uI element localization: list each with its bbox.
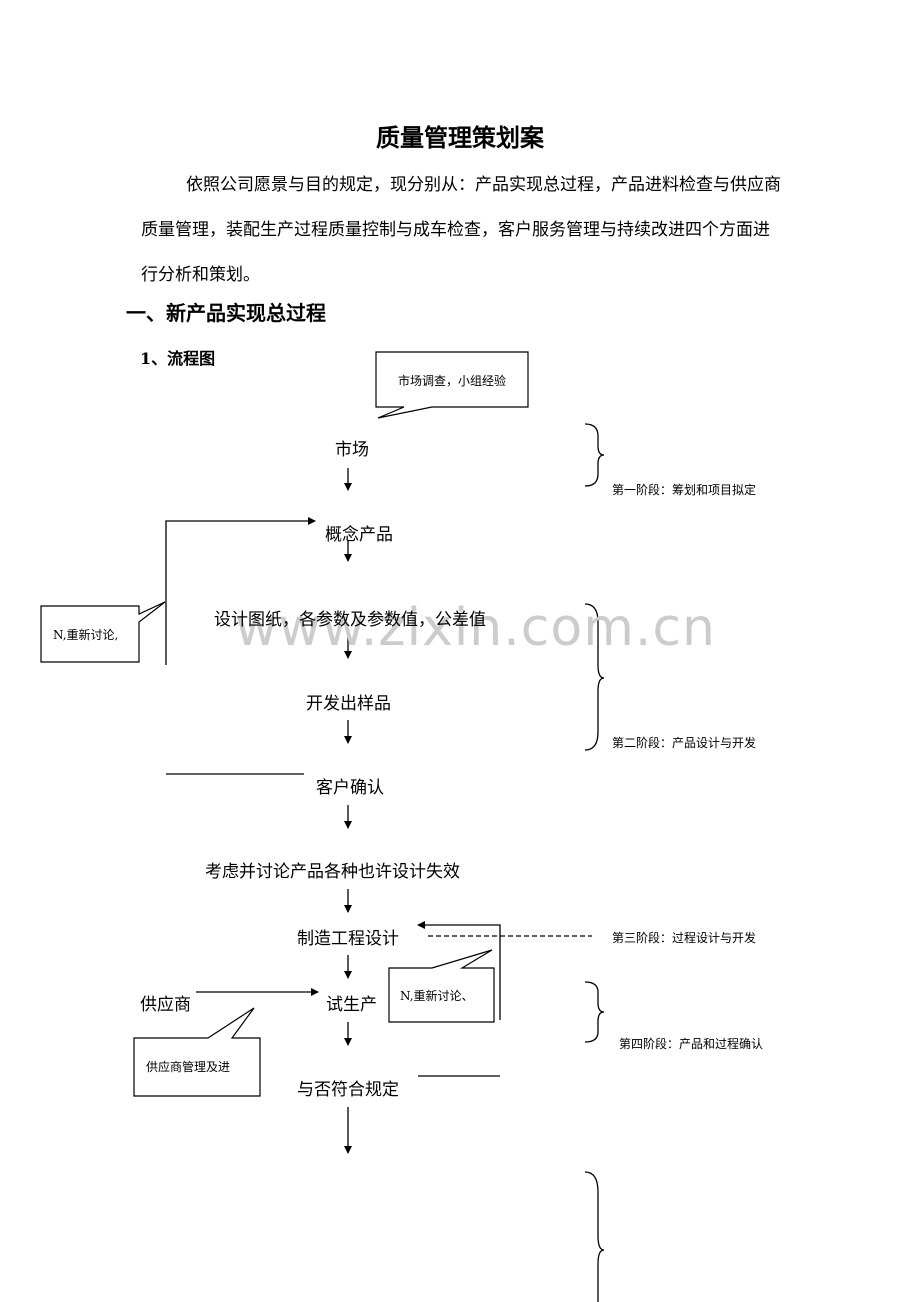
node-market: 市场: [335, 440, 369, 460]
callout-rediscuss-2-shape: [388, 949, 495, 1023]
callout-rediscuss-1-text: N,重新讨论,: [53, 628, 119, 642]
stage-2-label: 第二阶段：产品设计与开发: [612, 736, 757, 750]
node-trial-production: 试生产: [326, 995, 377, 1015]
stage-3-label: 第三阶段：过程设计与开发: [612, 931, 757, 945]
brace-stage4: [584, 981, 605, 1043]
callout-rediscuss-1-shape: [40, 601, 166, 663]
intro-paragraph: 依照公司愿景与目的规定，现分别从：产品实现总过程，产品进料检查与供应商质量管理，…: [141, 175, 781, 285]
node-design-failure: 考虑并讨论产品各种也许设计失效: [205, 862, 460, 882]
callout-rediscuss-2-text: N,重新讨论、: [400, 989, 474, 1003]
node-develop-sample: 开发出样品: [306, 694, 391, 714]
subsection-heading: 1、流程图: [140, 349, 216, 368]
brace-stage1: [584, 423, 605, 487]
stage-1-label: 第一阶段：筹划和项目拟定: [612, 483, 757, 497]
callout-market-text: 市场调查，小组经验: [397, 374, 506, 388]
brace-stage2: [584, 603, 605, 751]
node-supplier: 供应商: [140, 995, 191, 1015]
callout-market-shape: [375, 351, 529, 419]
node-design-drawings: 设计图纸，各参数及参数值，公差值: [214, 610, 486, 630]
section-heading: 一、新产品实现总过程: [126, 301, 326, 325]
callout-supplier-shape: [133, 1007, 261, 1097]
watermark: www.zixin.com.cn: [235, 598, 716, 658]
brace-stage5: [584, 1171, 605, 1302]
node-customer-confirm: 客户确认: [316, 778, 384, 798]
loop-back-to-concept: [165, 517, 316, 665]
document-title: 质量管理策划案: [376, 123, 544, 152]
node-conform-check: 与否符合规定: [297, 1080, 399, 1100]
loop-back-to-mfg: [417, 921, 501, 1020]
callout-supplier-text: 供应商管理及进: [146, 1060, 231, 1074]
node-concept-product: 概念产品: [325, 525, 393, 545]
stage-4-label: 第四阶段：产品和过程确认: [619, 1037, 764, 1051]
node-manufacturing-design: 制造工程设计: [297, 929, 399, 949]
